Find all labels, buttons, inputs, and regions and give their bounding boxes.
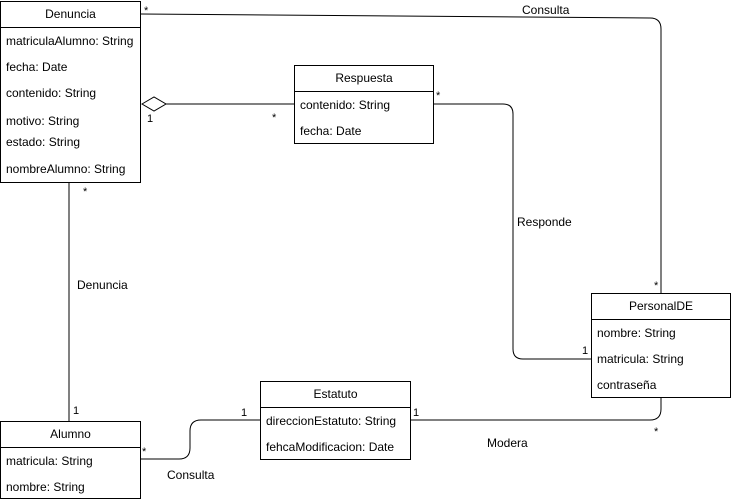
association-label-consulta-top: Consulta [522,3,570,17]
class-denuncia-attribute: nombreAlumno: String [6,162,126,176]
class-alumno-attribute: nombre: String [6,480,85,494]
modera-line [410,397,662,421]
multiplicity-responde-start: * [436,90,441,102]
class-estatuto-attribute: fehcaModificacion: Date [266,440,395,454]
class-denuncia-attribute: fecha: Date [6,60,68,74]
multiplicity-consulta-top-end: * [654,280,659,292]
multiplicity-modera-start: 1 [413,407,420,419]
class-personalde-attribute: contraseña [597,378,657,392]
class-alumno[interactable]: Alumno matricula: String nombre: String [0,421,141,499]
class-alumno-name: Alumno [1,422,140,448]
consulta-top-line [140,13,662,293]
class-estatuto-attribute: direccionEstatuto: String [266,414,397,428]
class-denuncia-attribute: contenido: String [6,86,97,100]
class-denuncia-attribute: estado: String [6,135,81,149]
association-label-modera: Modera [487,436,528,450]
class-denuncia[interactable]: Denuncia matriculaAlumno: String fecha: … [0,1,141,183]
association-label-consulta-bottom: Consulta [167,468,215,482]
multiplicity-consulta-bottom-start: * [142,446,147,458]
multiplicity-denuncia-end: 1 [73,405,80,417]
multiplicity-aggregation-start: 1 [147,113,154,125]
class-estatuto-name: Estatuto [261,382,410,408]
class-denuncia-attribute: motivo: String [6,114,80,128]
class-respuesta-attribute: fecha: Date [300,124,362,138]
class-respuesta[interactable]: Respuesta contenido: String fecha: Date [294,65,434,144]
consulta-bottom-line [141,419,260,460]
class-denuncia-name: Denuncia [1,2,140,28]
aggregation-diamond [141,96,167,112]
multiplicity-consulta-top-start: * [144,5,149,17]
class-respuesta-attribute: contenido: String [300,98,391,112]
class-personalde[interactable]: PersonalDE nombre: String matricula: Str… [591,293,731,398]
class-denuncia-attribute: matriculaAlumno: String [6,34,134,48]
multiplicity-modera-end: * [654,426,659,438]
class-alumno-attribute: matricula: String [6,454,93,468]
class-personalde-attribute: matricula: String [597,352,684,366]
multiplicity-denuncia-start: * [83,186,88,198]
class-estatuto[interactable]: Estatuto direccionEstatuto: String fehca… [260,381,411,460]
multiplicity-responde-end: 1 [582,345,589,357]
association-label-denuncia: Denuncia [77,278,128,292]
association-label-responde: Responde [517,215,572,229]
responde-line [434,103,591,360]
class-personalde-name: PersonalDE [592,294,730,320]
class-respuesta-name: Respuesta [295,66,433,92]
multiplicity-consulta-bottom-end: 1 [241,407,248,419]
class-personalde-attribute: nombre: String [597,326,676,340]
multiplicity-aggregation-end: * [272,112,277,124]
